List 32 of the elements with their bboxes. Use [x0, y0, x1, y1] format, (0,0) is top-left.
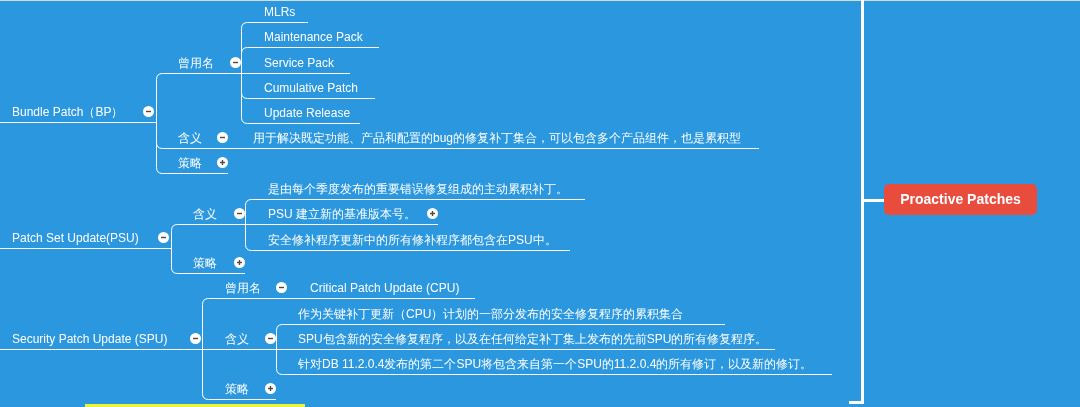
topic-text: 策略: [193, 255, 217, 272]
connector-line: [231, 148, 244, 149]
topic-text: SPU包含新的安全修复程序，以及在任何给定补丁集上发布的先前SPU的所有修复程序。: [298, 331, 768, 348]
topic-text: Update Release: [264, 105, 351, 122]
topic-text: Bundle Patch（BP）: [12, 104, 124, 121]
connector-line: [202, 349, 216, 350]
topic-text: 策略: [178, 155, 202, 172]
topic-text: Service Pack: [264, 55, 335, 72]
connector-line: [276, 349, 289, 350]
topic-text: PSU 建立新的基准版本号。: [268, 206, 416, 223]
topic-text: 针对DB 11.2.0.4发布的第二个SPU将包含来自第一个SPU的11.2.0.4的所有修订，以及新的修订。: [298, 356, 813, 373]
topic-text: 安全修补程序更新中的所有修补程序都包含在PSU中。: [268, 232, 557, 249]
topic-text: Security Patch Update (SPU): [12, 331, 168, 348]
topic-text: 用于解决既定功能、产品和配置的bug的修复补丁集合，可以包含多个产品组件，也是累积型: [253, 130, 742, 147]
topic-text: MLRs: [264, 4, 296, 21]
topic-text: 策略: [225, 381, 249, 398]
topic-text: 作为关键补丁更新（CPU）计划的一部分发布的安全修复程序的累积集合: [298, 306, 684, 323]
summary-topic-box: Proactive Patches: [884, 184, 1037, 215]
topic-text: 是由每个季度发布的重要错误修复组成的主动累积补丁。: [268, 181, 568, 198]
topic-text: Cumulative Patch: [264, 80, 359, 97]
connector-line: [202, 349, 216, 400]
topic-text: 曾用名: [178, 55, 214, 72]
topic-text: 含义: [178, 130, 202, 147]
topic-text: 含义: [193, 206, 217, 223]
connector-line: [241, 73, 255, 74]
topic-text: Maintenance Pack: [264, 29, 363, 46]
topic-text: 曾用名: [225, 280, 261, 297]
topic-text: Patch Set Update(PSU): [12, 230, 139, 247]
topic-text: 含义: [225, 331, 249, 348]
topic-text: Critical Patch Update (CPU): [310, 280, 460, 297]
connector-line: [245, 224, 259, 225]
connector-line: [289, 298, 301, 299]
